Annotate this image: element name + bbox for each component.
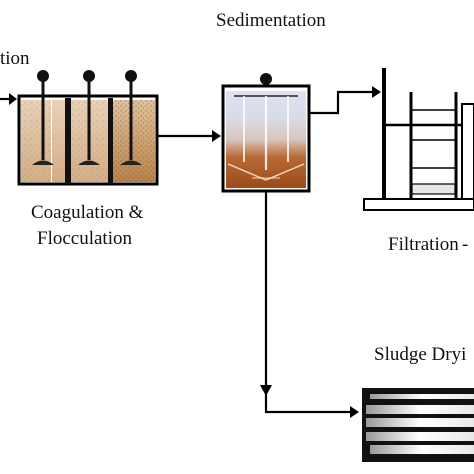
flocculation-label: Flocculation (37, 228, 132, 249)
sludge-drying-label: Sludge Dryi (374, 344, 467, 365)
coagulation-label: Coagulation & (31, 202, 144, 223)
coagulation-flocculation-tank (17, 94, 159, 186)
intake-label: tion (0, 48, 30, 69)
intake-arrow (0, 93, 17, 105)
filtration-label: Filtration (388, 234, 459, 255)
flow-arrow-to-filtration (309, 86, 381, 115)
filtration-dash: - (462, 234, 469, 255)
sludge-flow-arrow (260, 191, 359, 418)
sludge-drying-beds (362, 388, 474, 462)
filtration-unit (363, 68, 474, 211)
mixer-paddle (120, 70, 142, 165)
flow-arrow-to-sedimentation (157, 130, 221, 142)
sedimentation-tank (221, 73, 311, 193)
sedimentation-label: Sedimentation (216, 10, 326, 31)
mixer-paddle (78, 70, 100, 165)
mixer-paddle (32, 70, 54, 165)
